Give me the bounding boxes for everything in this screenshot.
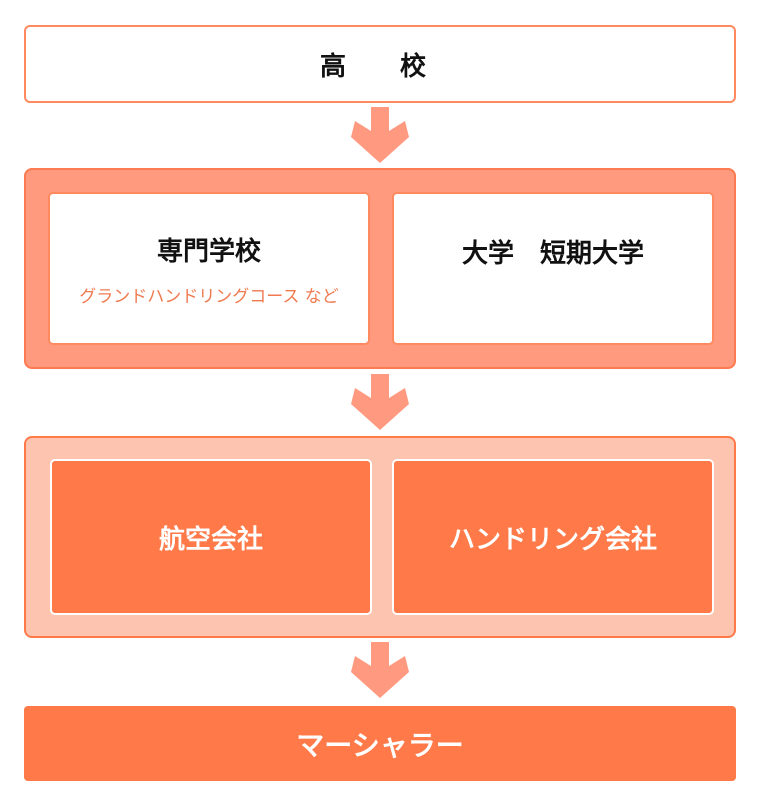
handling-company-box: ハンドリング会社 [392,459,714,615]
marshaller-label: マーシャラー [296,728,464,762]
university-title: 大学 短期大学 [461,239,644,269]
vocational-school-title: 専門学校 [156,236,261,267]
high-school-box: 高 校 [24,25,736,103]
employer-group: 航空会社 ハンドリング会社 [24,436,736,638]
arrow-down-icon [351,374,409,430]
handling-company-label: ハンドリング会社 [448,524,657,555]
arrow-down-icon [351,642,409,698]
airline-label: 航空会社 [158,524,263,555]
education-group: 専門学校 グランドハンドリングコース など 大学 短期大学 [24,168,736,369]
marshaller-box: マーシャラー [24,706,736,781]
airline-box: 航空会社 [50,459,372,615]
high-school-label: 高 校 [319,51,440,82]
vocational-school-note: グランドハンドリングコース など [79,286,339,307]
arrow-down-icon [351,107,409,163]
vocational-school-box: 専門学校 グランドハンドリングコース など [48,192,370,345]
university-box: 大学 短期大学 [392,192,714,345]
